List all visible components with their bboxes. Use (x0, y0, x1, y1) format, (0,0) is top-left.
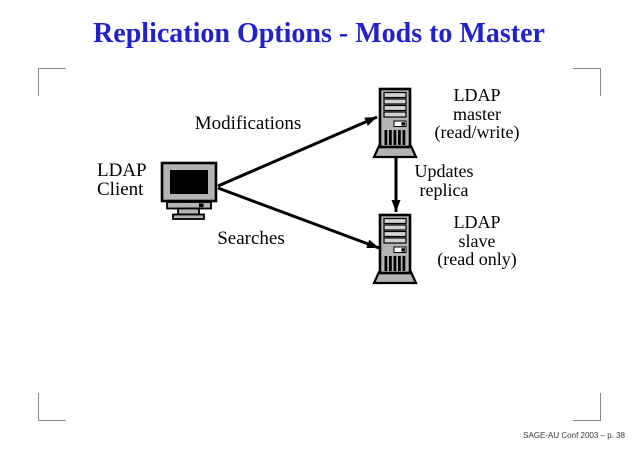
searches-arrow (217, 186, 380, 250)
master-label-line1: LDAP (453, 85, 501, 105)
slave-label: LDAP slave (read only) (427, 213, 527, 269)
master-label-line2: master (453, 103, 501, 124)
footer-page-info: SAGE-AU Conf 2003 – p. 38 (523, 431, 625, 440)
crop-mark-top-right (573, 68, 601, 96)
updates-label-line1: Updates (414, 161, 474, 181)
crop-mark-bottom-right (573, 393, 601, 421)
master-label: LDAP master (read/write) (427, 86, 527, 142)
master-server-icon (372, 87, 418, 159)
slave-label-line2: slave (458, 230, 496, 251)
slave-label-line1: LDAP (453, 212, 501, 232)
page-title: Replication Options - Mods to Master (93, 18, 545, 49)
master-label-line3: (read/write) (434, 122, 520, 142)
client-computer-icon (160, 161, 218, 220)
updates-replica-label: Updates replica (394, 162, 494, 199)
slave-server-icon (372, 213, 418, 285)
slave-label-line3: (read only) (437, 249, 517, 269)
updates-label-line2: replica (419, 179, 469, 200)
searches-label: Searches (217, 228, 285, 249)
crop-mark-top-left (38, 68, 66, 96)
modifications-arrow (217, 115, 378, 188)
modifications-label: Modifications (194, 113, 302, 134)
client-label-line2: Client (97, 179, 144, 200)
client-label: LDAP Client (97, 161, 147, 199)
client-label-line1: LDAP (97, 160, 147, 181)
crop-mark-bottom-left (38, 393, 66, 421)
